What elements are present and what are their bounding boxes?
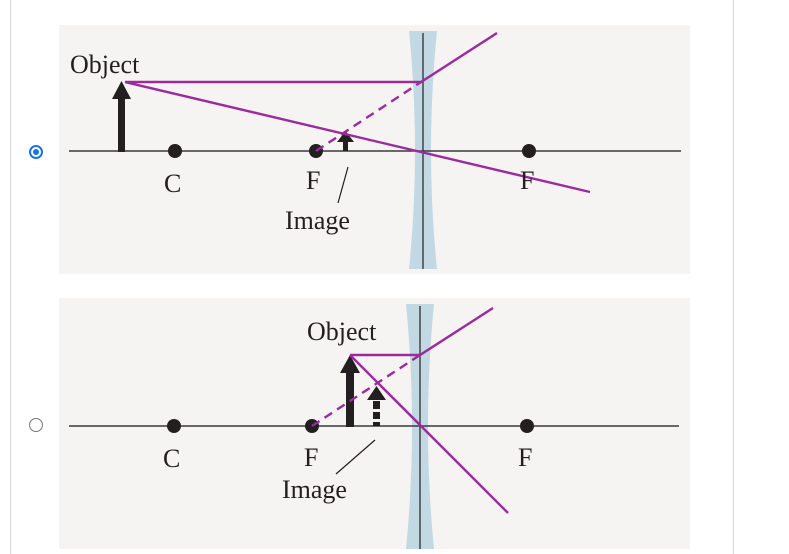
radio-button-option-1-selected[interactable] bbox=[29, 145, 43, 159]
center-point-c bbox=[167, 419, 181, 433]
object-label: Object bbox=[307, 317, 377, 346]
image-pointer-line bbox=[337, 166, 349, 204]
center-label: C bbox=[164, 169, 181, 198]
answer-option-2[interactable]: Object C F F Image bbox=[0, 285, 733, 554]
object-label: Object bbox=[70, 50, 140, 79]
image-arrow-shaft bbox=[343, 138, 348, 151]
image-label: Image bbox=[285, 206, 350, 235]
image-arrow-dash-1 bbox=[373, 401, 380, 409]
object-arrow-head bbox=[112, 81, 131, 99]
ray-diagram-option-1: Object C F F Image bbox=[59, 25, 690, 274]
object-arrow-head bbox=[340, 355, 360, 373]
image-arrow-dash-2 bbox=[373, 412, 380, 419]
image-pointer-line bbox=[335, 439, 376, 475]
virtual-ray-extension bbox=[311, 353, 421, 428]
image-arrow-head bbox=[367, 386, 386, 400]
parallel-ray bbox=[350, 306, 494, 357]
focal-label-right: F bbox=[518, 443, 532, 472]
object-arrow-shaft bbox=[346, 370, 354, 427]
right-border bbox=[733, 0, 734, 554]
ray-diagram-option-2: Object C F F Image bbox=[59, 298, 690, 549]
center-label: C bbox=[163, 444, 180, 473]
central-ray bbox=[349, 354, 509, 514]
central-ray bbox=[124, 80, 591, 194]
parallel-ray bbox=[125, 31, 498, 84]
virtual-ray-extension bbox=[315, 80, 422, 153]
center-point-c bbox=[168, 144, 182, 158]
focal-label-left: F bbox=[306, 166, 320, 195]
diagram-svg-option-1: Object C F F Image bbox=[69, 31, 681, 269]
image-arrow-dash-3 bbox=[373, 422, 380, 426]
image-label: Image bbox=[282, 475, 347, 504]
diagram-svg-option-2: Object C F F Image bbox=[69, 304, 679, 549]
image-arrow-head bbox=[337, 131, 354, 142]
focal-label-right: F bbox=[520, 166, 534, 195]
focal-point-right bbox=[520, 419, 534, 433]
focal-point-right bbox=[522, 144, 536, 158]
radio-button-option-2[interactable] bbox=[29, 418, 43, 432]
focal-label-left: F bbox=[304, 443, 318, 472]
answer-option-1[interactable]: Object C F F Image bbox=[0, 0, 733, 285]
object-arrow-shaft bbox=[118, 97, 125, 152]
left-border bbox=[10, 0, 11, 554]
